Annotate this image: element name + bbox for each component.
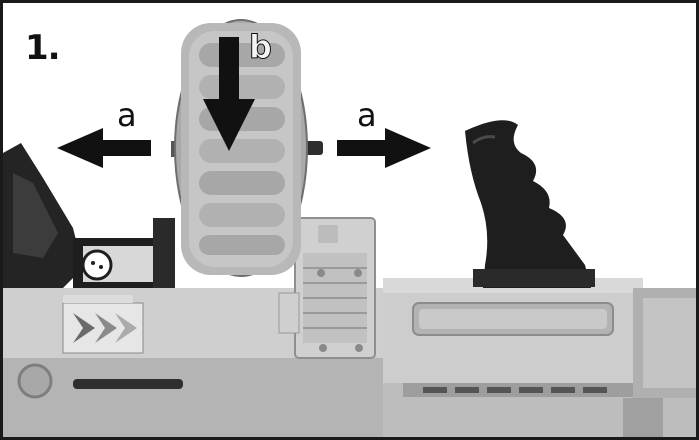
magazine-well [278, 217, 376, 359]
left-stock-part [3, 143, 175, 293]
drum-magazine [171, 19, 323, 277]
assembly-photo [3, 19, 696, 437]
arrow-a-left [57, 128, 151, 168]
arrow-b-down [203, 37, 255, 151]
arrow-a-right [337, 128, 431, 168]
callout-label-a-left: a [117, 96, 137, 134]
callout-label-b: b [249, 28, 273, 66]
callout-label-a-right: a [357, 96, 377, 134]
grip-part [465, 120, 595, 288]
step-number: 1. [25, 28, 61, 68]
